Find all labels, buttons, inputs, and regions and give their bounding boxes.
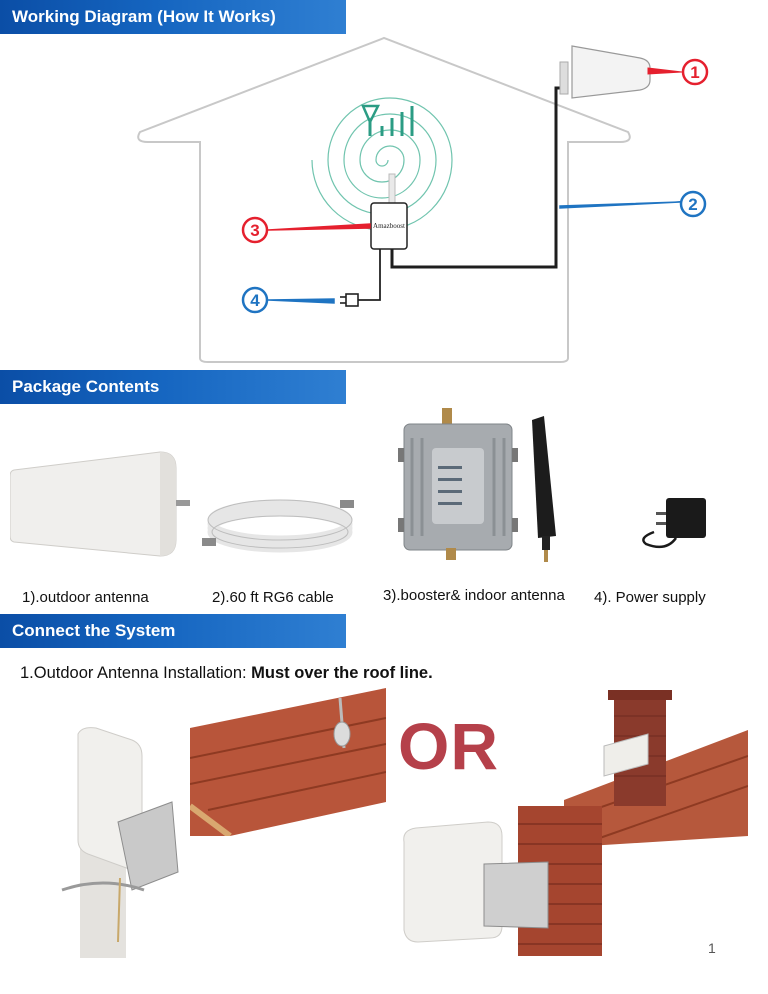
signal-bars-icon xyxy=(361,104,414,136)
section-header-connect-system: Connect the System xyxy=(0,614,346,648)
wall-mount-image xyxy=(403,806,602,956)
page-number: 1 xyxy=(708,940,716,956)
package-item-caption: 2).60 ft RG6 cable xyxy=(212,589,334,606)
callout-2: 2 xyxy=(559,190,707,218)
outdoor-antenna-icon xyxy=(559,45,651,99)
roof-view-image xyxy=(190,688,386,836)
plug-icon xyxy=(340,293,359,307)
callout-3: 3 xyxy=(241,216,371,244)
package-item-caption: 4). Power supply xyxy=(594,589,706,606)
section-header-working-diagram: Working Diagram (How It Works) xyxy=(0,0,346,34)
booster-image xyxy=(398,408,518,560)
house-outline xyxy=(137,36,631,363)
coax-cable xyxy=(390,86,563,269)
booster-unit xyxy=(370,202,408,250)
install-step-1: 1.Outdoor Antenna Installation: Must ove… xyxy=(20,664,433,683)
install-step-text: 1.Outdoor Antenna Installation: xyxy=(20,664,252,682)
working-diagram: Amazboost 1 2 3 4 xyxy=(137,36,709,363)
or-divider: OR xyxy=(398,709,499,783)
power-cable xyxy=(358,249,381,301)
svg-text:1: 1 xyxy=(690,63,699,82)
indoor-antenna-image xyxy=(532,416,556,562)
callout-4: 4 xyxy=(241,286,335,314)
svg-text:4: 4 xyxy=(250,291,260,310)
callout-1: 1 xyxy=(647,58,709,86)
pole-mount-image xyxy=(61,727,179,958)
install-step-emphasis: Must over the roof line. xyxy=(251,664,433,682)
booster-label: Amazboost xyxy=(373,222,405,230)
power-supply-image xyxy=(642,498,706,549)
chimney-mount-image xyxy=(564,690,748,846)
package-item-caption: 1).outdoor antenna xyxy=(22,589,149,606)
indoor-antenna-icon xyxy=(388,173,396,205)
svg-text:3: 3 xyxy=(250,221,259,240)
outdoor-antenna-image xyxy=(10,451,190,557)
rg6-cable-image xyxy=(202,499,354,553)
section-header-package-contents: Package Contents xyxy=(0,370,346,404)
svg-text:2: 2 xyxy=(688,195,697,214)
package-item-caption: 3).booster& indoor antenna xyxy=(383,587,565,604)
